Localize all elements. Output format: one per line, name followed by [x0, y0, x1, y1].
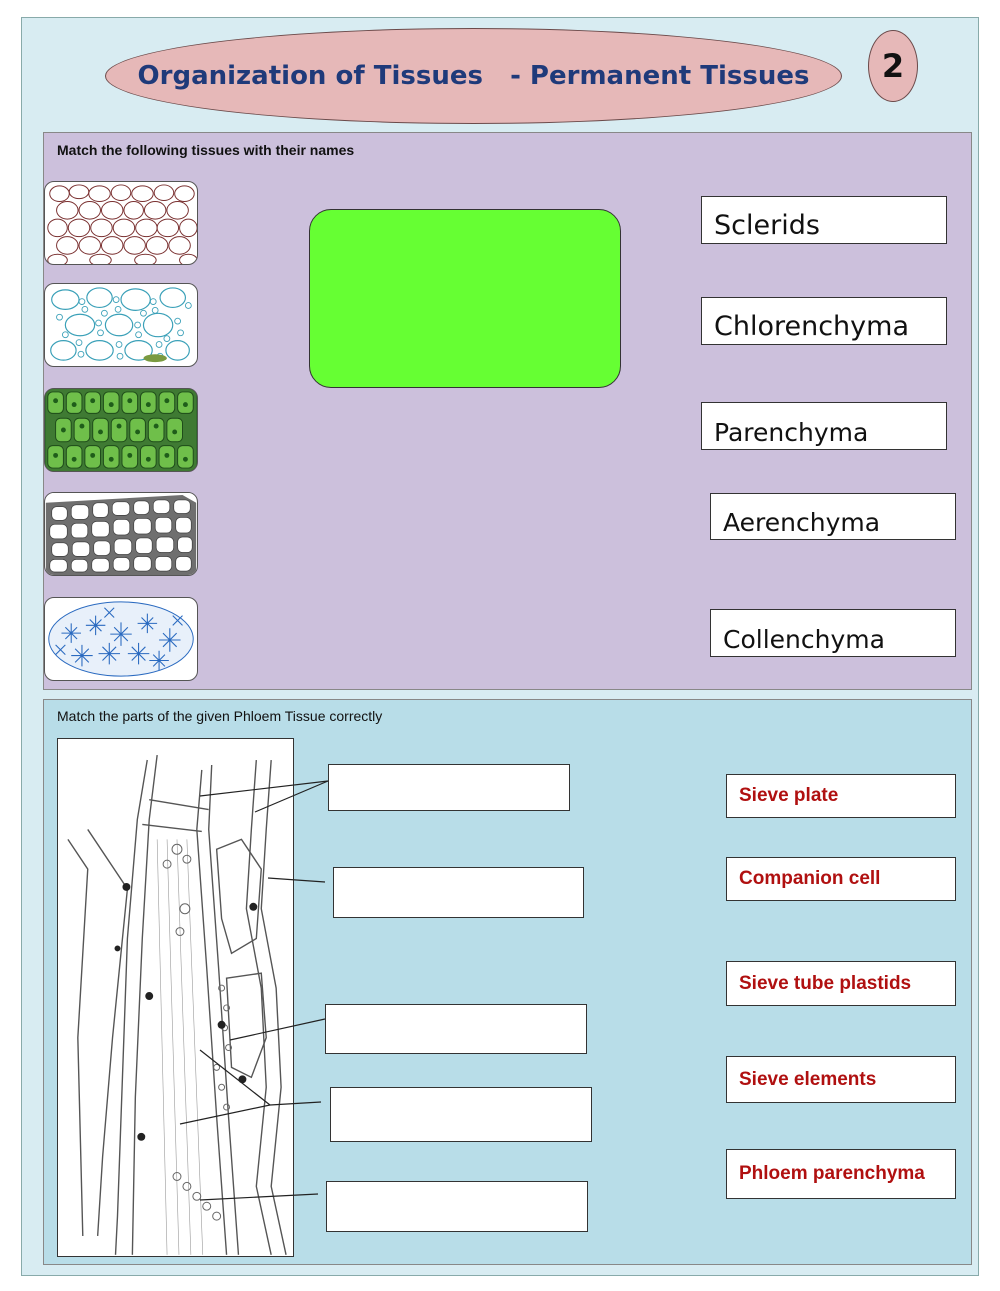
- answer-slot-1[interactable]: [328, 764, 570, 811]
- part-option-sieve-plate[interactable]: Sieve plate: [726, 774, 956, 818]
- section2-instruction: Match the parts of the given Phloem Tiss…: [57, 708, 383, 724]
- name-option-sclerids[interactable]: Sclerids: [701, 196, 947, 244]
- collenchyma-drawing: [45, 493, 197, 575]
- name-option-collenchyma[interactable]: Collenchyma: [710, 609, 956, 657]
- sclereids-drawing: [48, 601, 194, 677]
- page-title: Organization of Tissues - Permanent Tiss…: [137, 61, 810, 91]
- answer-slot-2[interactable]: [333, 867, 584, 918]
- part-option-phloem-parenchyma[interactable]: Phloem parenchyma: [726, 1149, 956, 1199]
- answer-slot-4[interactable]: [330, 1087, 592, 1142]
- sclereids-image[interactable]: [44, 597, 198, 681]
- chlorenchyma-image[interactable]: [44, 388, 198, 472]
- title-banner: Organization of Tissues - Permanent Tiss…: [105, 28, 842, 124]
- page-number-badge: 2: [868, 30, 918, 102]
- section1-instruction: Match the following tissues with their n…: [57, 142, 355, 158]
- parenchyma-drawing: [47, 184, 197, 264]
- aerenchyma-image[interactable]: [44, 283, 198, 367]
- answer-slot-3[interactable]: [325, 1004, 587, 1054]
- collenchyma-image[interactable]: [44, 492, 198, 576]
- chlorenchyma-drawing: [45, 389, 197, 471]
- name-option-aerenchyma[interactable]: Aerenchyma: [710, 493, 956, 540]
- part-option-sieve-elements[interactable]: Sieve elements: [726, 1056, 956, 1103]
- part-option-sieve-tube-plastids[interactable]: Sieve tube plastids: [726, 961, 956, 1006]
- name-option-parenchyma[interactable]: Parenchyma: [701, 402, 947, 450]
- parenchyma-image[interactable]: [44, 181, 198, 265]
- part-option-companion-cell[interactable]: Companion cell: [726, 857, 956, 901]
- aerenchyma-drawing: [50, 287, 192, 363]
- phloem-diagram: [57, 738, 294, 1257]
- answer-slot-5[interactable]: [326, 1181, 588, 1232]
- tissue-drop-zone[interactable]: [309, 209, 621, 388]
- phloem-drawing: [67, 754, 287, 1255]
- name-option-chlorenchyma[interactable]: Chlorenchyma: [701, 297, 947, 345]
